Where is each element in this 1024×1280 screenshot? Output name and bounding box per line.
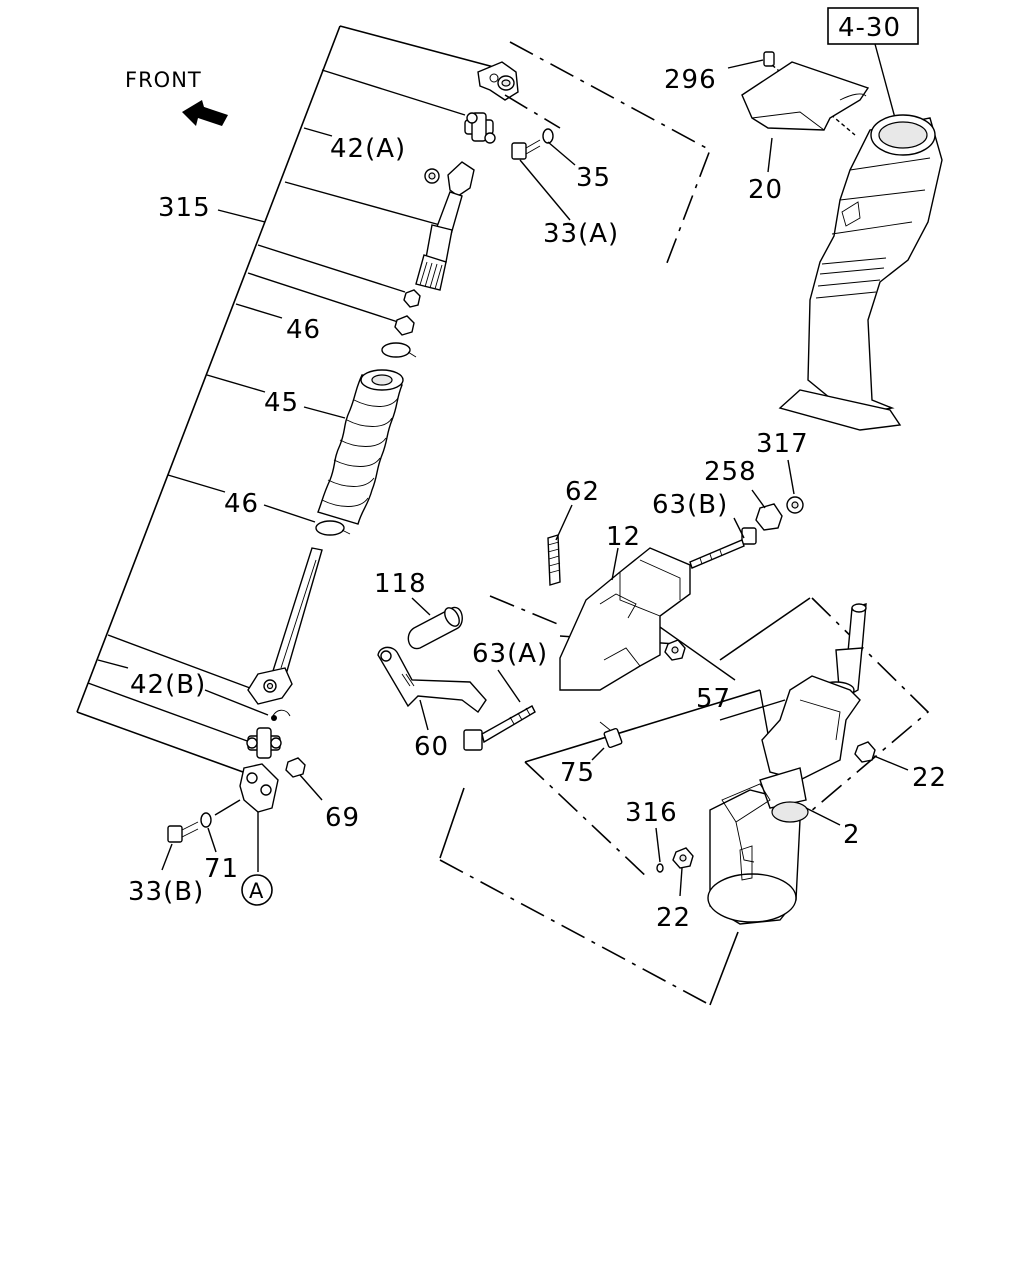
callout-317: 317 (756, 429, 809, 459)
washer-317 (786, 459, 804, 514)
callout-315: 315 (158, 193, 211, 223)
callout-42a: 42(A) (330, 134, 406, 164)
bolt-63b (689, 517, 757, 569)
lower-shaft (247, 547, 323, 705)
callout-2: 2 (843, 820, 861, 850)
shaft-dashline (489, 595, 561, 626)
bottom-dashline (439, 859, 711, 1006)
left-assembly-bracket (76, 25, 506, 773)
cover-20 (741, 61, 870, 173)
callout-258: 258 (704, 457, 757, 487)
callout-57: 57 (696, 684, 731, 714)
clamp-46-upper (381, 342, 417, 358)
bracket-frame-lines (439, 597, 811, 1006)
base-dashline (524, 761, 651, 881)
callout-45: 45 (264, 388, 299, 418)
screw-296 (727, 51, 856, 136)
callout-46-lower: 46 (224, 489, 259, 519)
nut-69 (285, 757, 323, 801)
lower-yoke (214, 763, 279, 872)
bolt-33a (511, 139, 571, 221)
callout-33a: 33(A) (543, 219, 619, 249)
callout-60: 60 (414, 732, 449, 762)
upper-yoke (477, 61, 519, 101)
reference-box: 4-30 (827, 7, 919, 119)
callout-22-right: 22 (912, 763, 947, 793)
callout-118: 118 (374, 569, 427, 599)
bolt-align-dashline (504, 94, 561, 129)
intermediate-shaft-315 (415, 161, 475, 291)
upper-yoke-dashline (509, 41, 711, 269)
front-label: FRONT (125, 68, 202, 92)
callout-316: 316 (625, 798, 678, 828)
bolt-75 (591, 721, 623, 761)
nut-258 (751, 489, 783, 531)
lever-60 (377, 646, 487, 731)
callout-69: 69 (325, 803, 360, 833)
washer-71 (200, 812, 217, 853)
clamp-46-lower (315, 520, 351, 536)
callout-42b: 42(B) (130, 670, 206, 700)
spring-62 (547, 504, 573, 586)
callout-33b: 33(B) (128, 877, 204, 907)
circle-ref-a-label: A (249, 879, 264, 903)
callout-296: 296 (664, 65, 717, 95)
callout-63b: 63(B) (652, 490, 728, 520)
nut-46-upper-b (394, 315, 415, 336)
callout-71: 71 (204, 854, 239, 884)
universal-joint-cross-lower (246, 727, 282, 759)
column-boot-assembly (778, 114, 943, 431)
callout-20: 20 (748, 175, 783, 205)
steering-column-2 (707, 603, 867, 925)
front-arrow-icon (182, 100, 228, 126)
callout-12: 12 (606, 522, 641, 552)
nut-22-right (854, 741, 909, 771)
callout-62: 62 (565, 477, 600, 507)
nut-46-upper-a (403, 289, 421, 308)
lock-pin (271, 709, 291, 721)
nut-22-lower (672, 847, 694, 897)
bolt-33b (161, 821, 199, 871)
callout-22-lower: 22 (656, 903, 691, 933)
clip-316 (655, 827, 664, 873)
reference-box-label: 4-30 (838, 13, 901, 43)
callout-63a: 63(A) (472, 639, 548, 669)
nut-57 (664, 639, 686, 661)
bellows-boot-45 (317, 369, 404, 525)
circle-ref-a: A (241, 874, 273, 906)
tilt-bracket-12 (559, 547, 691, 691)
callout-75: 75 (560, 758, 595, 788)
washer-35 (542, 128, 576, 166)
sleeve-118 (407, 597, 463, 650)
front-indicator: FRONT (125, 68, 228, 126)
callout-46-upper: 46 (286, 315, 321, 345)
bolt-63a (463, 669, 536, 751)
callout-35: 35 (576, 163, 611, 193)
universal-joint-cross-upper (464, 112, 496, 144)
